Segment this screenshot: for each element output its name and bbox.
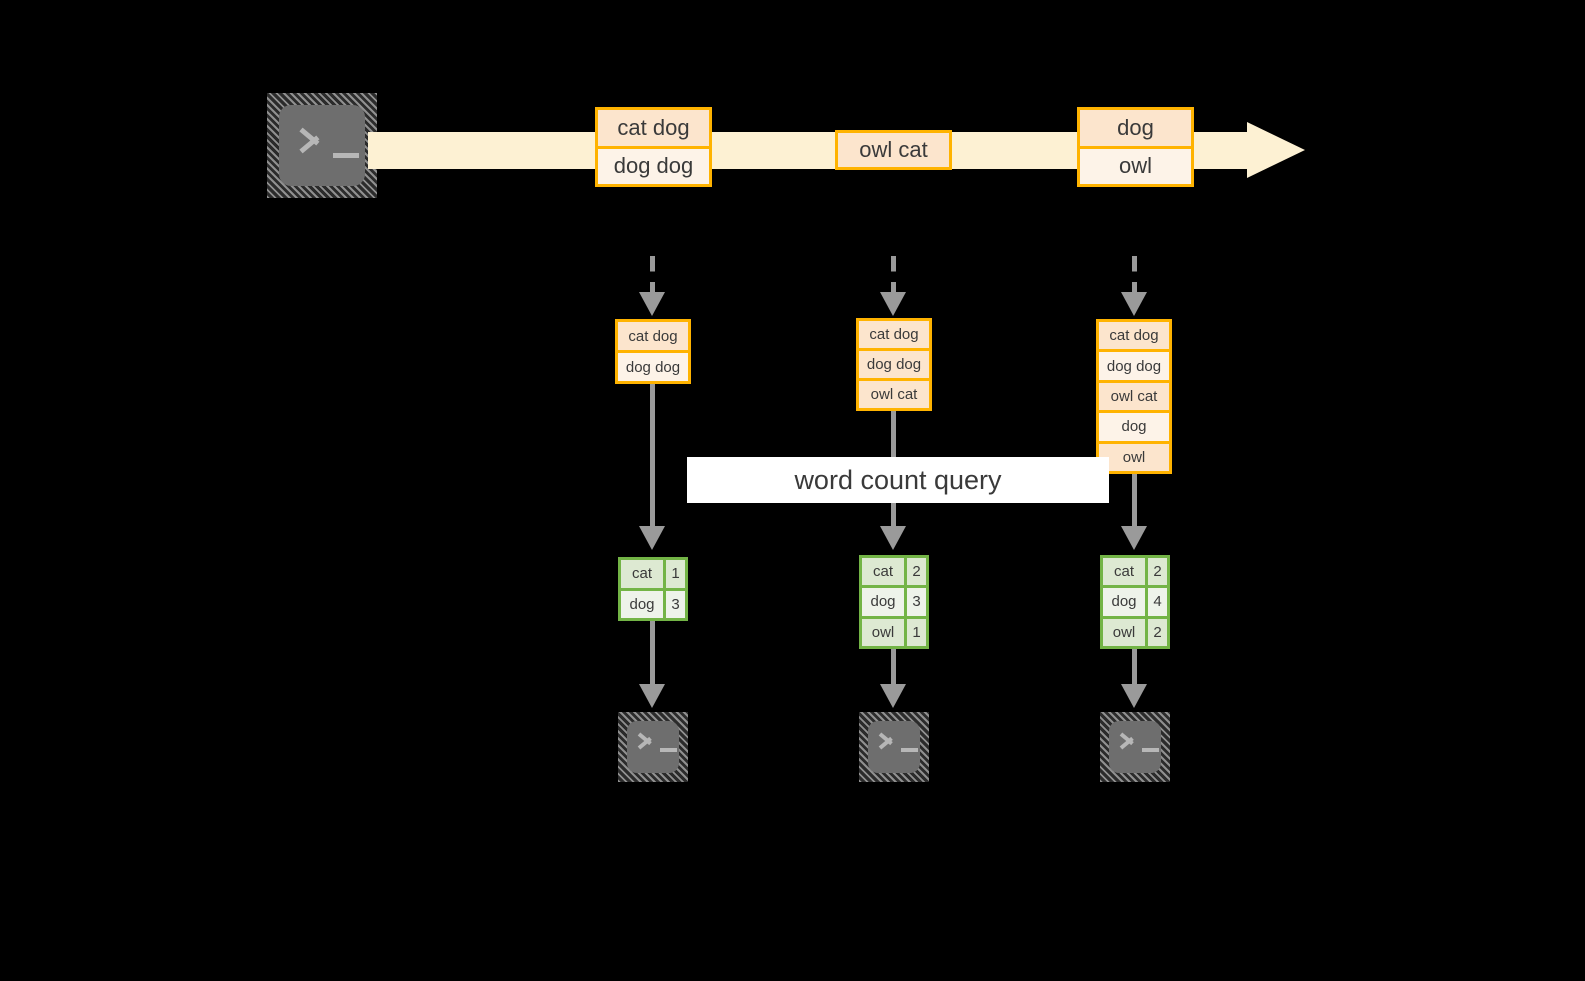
input-table-row: dog dog xyxy=(618,353,688,381)
result-word-cell: cat xyxy=(862,558,904,586)
dashed-connector-3-arrowhead xyxy=(1121,292,1147,316)
result-word-cell: owl xyxy=(1103,618,1145,646)
result-word-cell: dog xyxy=(862,588,904,616)
result-word-cell: cat xyxy=(1103,558,1145,586)
result-table-row: owl 1 xyxy=(862,618,926,646)
terminal-body xyxy=(627,721,679,773)
input-table-row: dog dog xyxy=(859,351,929,378)
dashed-connector-1 xyxy=(650,256,655,300)
stream-batch-row: cat dog xyxy=(598,110,709,146)
result-table-row: dog 4 xyxy=(1103,588,1167,616)
result-table-1: cat 1 dog 3 xyxy=(618,557,688,621)
query-caption-label: word count query xyxy=(794,464,1002,495)
result-count-cell: 3 xyxy=(666,590,685,618)
result-count-cell: 2 xyxy=(907,558,926,586)
result-table-row: cat 2 xyxy=(862,558,926,586)
terminal-body xyxy=(868,721,920,773)
result-table-2: cat 2 dog 3 owl 1 xyxy=(859,555,929,649)
input-table-row: owl cat xyxy=(859,381,929,408)
input-table-row: dog dog xyxy=(1099,352,1169,380)
stream-batch-row: owl xyxy=(1080,148,1191,184)
query-connector-1 xyxy=(650,384,655,532)
input-table-row: cat dog xyxy=(1099,322,1169,350)
result-count-cell: 4 xyxy=(1148,588,1167,616)
result-table-row: cat 1 xyxy=(621,560,685,588)
sink-connector-3-arrowhead xyxy=(1121,684,1147,708)
query-connector-3-arrowhead xyxy=(1121,526,1147,550)
input-table-row: cat dog xyxy=(618,322,688,350)
dashed-connector-2 xyxy=(891,256,896,300)
dashed-connector-3 xyxy=(1132,256,1137,300)
terminal-prompt-glyph xyxy=(868,721,920,773)
result-table-row: cat 2 xyxy=(1103,558,1167,586)
result-count-cell: 1 xyxy=(666,560,685,588)
query-connector-3 xyxy=(1132,474,1137,532)
query-caption-band: word count query xyxy=(687,457,1109,503)
input-table-2: cat dog dog dog owl cat xyxy=(856,318,932,411)
terminal-body xyxy=(279,105,365,186)
sink-terminal-icon-2 xyxy=(859,712,929,782)
input-table-row: owl cat xyxy=(1099,382,1169,411)
result-word-cell: owl xyxy=(862,618,904,646)
sink-terminal-icon-1 xyxy=(618,712,688,782)
stream-batch-2: owl cat xyxy=(835,130,952,170)
result-count-cell: 2 xyxy=(1148,618,1167,646)
terminal-prompt-glyph xyxy=(279,105,365,186)
result-word-cell: cat xyxy=(621,560,663,588)
result-table-3: cat 2 dog 4 owl 2 xyxy=(1100,555,1170,649)
source-terminal-icon xyxy=(267,93,377,198)
terminal-body xyxy=(1109,721,1161,773)
input-table-1: cat dog dog dog xyxy=(615,319,691,384)
sink-connector-1 xyxy=(650,621,655,689)
result-word-cell: dog xyxy=(1103,588,1145,616)
dashed-connector-2-arrowhead xyxy=(880,292,906,316)
sink-connector-2 xyxy=(891,649,896,689)
input-stream-arrowhead xyxy=(1247,122,1305,178)
sink-terminal-icon-3 xyxy=(1100,712,1170,782)
sink-connector-3 xyxy=(1132,649,1137,689)
result-table-row: dog 3 xyxy=(621,590,685,618)
input-table-row: cat dog xyxy=(859,321,929,348)
terminal-prompt-glyph xyxy=(627,721,679,773)
stream-batch-1: cat dog dog dog xyxy=(595,107,712,187)
result-count-cell: 2 xyxy=(1148,558,1167,586)
result-table-row: dog 3 xyxy=(862,588,926,616)
input-table-row: owl xyxy=(1099,443,1169,472)
stream-batch-3: dog owl xyxy=(1077,107,1194,187)
query-connector-2-arrowhead xyxy=(880,526,906,550)
sink-connector-1-arrowhead xyxy=(639,684,665,708)
query-connector-1-arrowhead xyxy=(639,526,665,550)
stream-batch-row: dog xyxy=(1080,110,1191,146)
input-table-row: dog xyxy=(1099,413,1169,441)
result-count-cell: 1 xyxy=(907,618,926,646)
sink-connector-2-arrowhead xyxy=(880,684,906,708)
stream-batch-row: dog dog xyxy=(598,148,709,184)
result-count-cell: 3 xyxy=(907,588,926,616)
dashed-connector-1-arrowhead xyxy=(639,292,665,316)
stream-batch-row: owl cat xyxy=(838,133,949,167)
terminal-prompt-glyph xyxy=(1109,721,1161,773)
input-table-3: cat dog dog dog owl cat dog owl xyxy=(1096,319,1172,474)
result-word-cell: dog xyxy=(621,590,663,618)
result-table-row: owl 2 xyxy=(1103,618,1167,646)
